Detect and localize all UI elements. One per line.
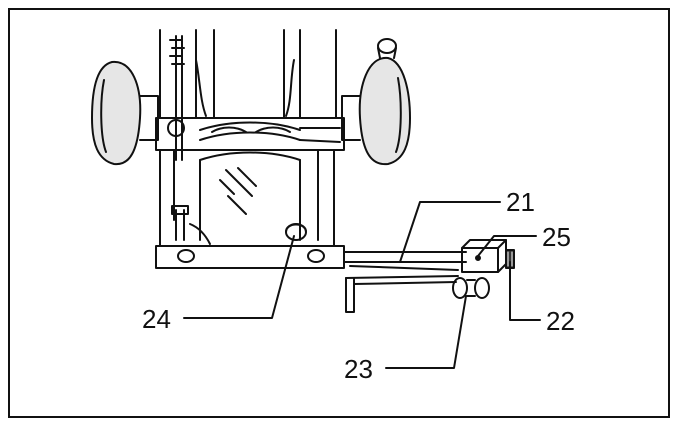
- depth-stopper-rod: [167, 35, 185, 161]
- leader-lines: [183, 201, 541, 369]
- callout-25: 25: [542, 222, 571, 252]
- guide-bar-21: [343, 251, 467, 271]
- leader-25: [477, 235, 537, 257]
- clamp-band: [155, 117, 345, 151]
- callout-24: 24: [142, 304, 171, 334]
- leader-21: [399, 201, 501, 263]
- base-plate: [155, 245, 345, 269]
- motor-housing: [159, 29, 337, 119]
- guide-plate: [345, 275, 459, 313]
- guide-holder-25: [461, 239, 507, 273]
- callout-22: 22: [546, 306, 575, 336]
- leader-23: [385, 295, 467, 369]
- leader-22: [509, 261, 541, 321]
- left-handle: [91, 60, 159, 166]
- base-screw-left: [171, 205, 211, 245]
- leader-24: [183, 235, 295, 319]
- callout-21: 21: [506, 187, 535, 217]
- wing-bolt-23: [452, 277, 490, 299]
- callout-23: 23: [344, 354, 373, 384]
- right-handle: [341, 38, 411, 166]
- base-columns: [159, 149, 335, 247]
- clamp-screw-24: [285, 223, 307, 241]
